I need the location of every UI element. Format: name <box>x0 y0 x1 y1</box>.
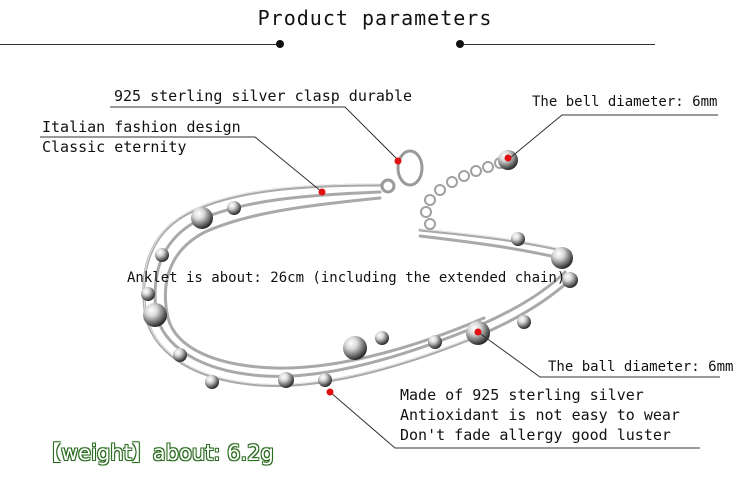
lobster-clasp <box>380 149 424 194</box>
design-annotation-line1: Italian fashion design <box>42 118 241 136</box>
title-divider-right-dot <box>456 40 464 48</box>
leader-material <box>329 391 700 449</box>
material-annotation-line1: Made of 925 sterling silver <box>400 386 644 404</box>
material-annotation-line2: Antioxidant is not easy to wear <box>400 406 680 424</box>
length-annotation: Anklet is about: 26cm (including the ext… <box>127 270 566 286</box>
page-title: Product parameters <box>257 6 493 30</box>
title-divider-right <box>460 44 655 45</box>
bell-diameter-annotation: The bell diameter: 6mm <box>532 94 718 110</box>
title-divider-left-dot <box>276 40 284 48</box>
material-annotation-line3: Don't fade allergy good luster <box>400 426 671 444</box>
clasp-annotation: 925 sterling silver clasp durable <box>114 87 413 105</box>
leader-lines <box>40 106 720 449</box>
design-annotation-line2: Classic eternity <box>42 138 187 156</box>
ball-diameter-annotation: The ball diameter: 6mm <box>548 359 734 375</box>
title-divider-left <box>0 44 280 45</box>
leader-clasp <box>110 106 399 161</box>
silver-beads <box>141 201 578 389</box>
extender-chain <box>420 157 506 230</box>
leader-bell <box>509 114 718 159</box>
leader-ball <box>477 331 720 378</box>
red-markers <box>318 154 512 396</box>
weight-label: 【weight】about: 6.2g <box>40 441 274 465</box>
leader-design <box>40 136 323 193</box>
